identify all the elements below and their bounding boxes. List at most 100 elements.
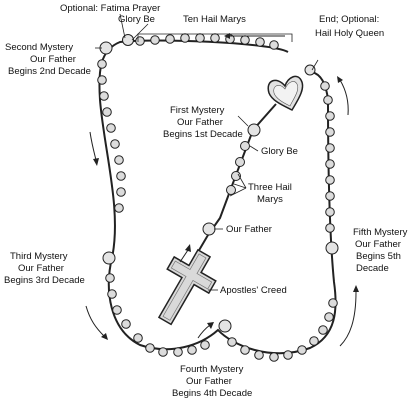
label-fifth-mystery-3: Begins 5th: [356, 251, 401, 262]
label-glory-be-top: Glory Be: [118, 14, 155, 25]
hail-mary-bead: [320, 81, 330, 91]
glory-be-stem-bead: [240, 141, 250, 151]
label-our-father: Our Father: [226, 224, 272, 235]
arrow-right-lower-head: [353, 285, 359, 292]
hail-mary-bead: [200, 340, 210, 350]
hail-mary-bead: [323, 95, 333, 105]
hail-mary-bead: [325, 111, 335, 121]
hail-mary-bead: [325, 207, 335, 217]
hail-mary-bead: [180, 33, 190, 43]
hail-mary-bead: [328, 298, 338, 308]
arrow-left-upper-head: [93, 158, 99, 166]
glory-be-bead: [122, 34, 134, 46]
our-father-bead-third: [102, 251, 116, 265]
hail-mary-bead: [254, 350, 264, 360]
three-hail-bead-1: [235, 157, 245, 167]
label-third-mystery-1: Third Mystery: [10, 251, 68, 262]
hail-mary-bead: [227, 337, 237, 347]
label-fourth-mystery-1: Fourth Mystery: [180, 364, 244, 375]
hail-mary-bead: [99, 91, 109, 101]
leader-first-mystery: [237, 115, 249, 127]
our-father-stem-bead: [202, 222, 216, 236]
label-first-mystery-1: First Mystery: [170, 105, 225, 116]
hail-mary-bead: [325, 175, 335, 185]
hail-mary-bead: [269, 40, 279, 50]
hail-mary-bead: [324, 312, 334, 322]
hail-mary-bead: [105, 273, 115, 283]
hail-mary-bead: [135, 36, 145, 46]
label-glory-be-stem: Glory Be: [261, 146, 298, 157]
leader-three-a: [237, 173, 247, 189]
leader-end: [311, 59, 319, 71]
hail-mary-bead: [114, 155, 124, 165]
hail-mary-bead: [255, 37, 265, 47]
hail-mary-bead: [325, 191, 335, 201]
label-three-hail-1: Three Hail: [248, 182, 292, 193]
arrow-right-upper: [339, 79, 349, 116]
arrow-right-upper-head: [337, 76, 343, 83]
label-fourth-mystery-2: Our Father: [186, 376, 232, 387]
label-apostles-creed: Apostles' Creed: [220, 285, 287, 296]
hail-mary-bead: [240, 35, 250, 45]
arrow-stem-head: [185, 244, 191, 252]
hail-mary-bead: [297, 345, 307, 355]
leader-fatima: [119, 13, 126, 39]
hail-mary-bead: [195, 33, 205, 43]
hail-mary-bead: [325, 223, 335, 233]
label-second-mystery-1: Second Mystery: [5, 42, 73, 53]
direction-arrows: [85, 33, 359, 347]
rosary-beads: [97, 33, 339, 362]
label-ten-hail-marys: Ten Hail Marys: [183, 14, 246, 25]
hail-mary-bead: [107, 289, 117, 299]
leader-three-b: [233, 183, 247, 189]
hail-mary-bead: [158, 347, 168, 357]
label-second-mystery-3: Begins 2nd Decade: [8, 66, 91, 77]
leader-glory-be-stem: [249, 145, 259, 152]
hail-mary-bead: [106, 123, 116, 133]
label-third-mystery-3: Begins 3rd Decade: [4, 275, 85, 286]
hail-mary-bead: [97, 59, 107, 69]
ten-hail-marys-bracket: [137, 33, 293, 42]
arrow-stem: [179, 249, 189, 263]
end-bead: [304, 64, 316, 76]
arrow-left-upper: [89, 131, 97, 161]
label-first-mystery-2: Our Father: [177, 117, 223, 128]
label-end-line1: End; Optional:: [319, 14, 379, 25]
hail-mary-bead: [165, 34, 175, 44]
arrow-left-lower: [85, 305, 105, 337]
hail-mary-bead: [318, 325, 328, 335]
labels: Optional: Fatima Prayer Glory Be Ten Hai…: [4, 3, 408, 399]
our-father-bead-fourth: [218, 319, 232, 333]
hail-mary-bead: [114, 203, 124, 213]
arrow-right-lower: [339, 291, 357, 347]
label-fifth-mystery-2: Our Father: [355, 239, 401, 250]
hail-mary-bead: [325, 127, 335, 137]
label-fourth-mystery-3: Begins 4th Decade: [172, 388, 252, 399]
leader-three-c: [229, 187, 247, 197]
three-hail-bead-3: [226, 185, 236, 195]
our-father-bead-first: [247, 123, 261, 137]
arrow-left-lower-head: [101, 333, 108, 340]
hail-mary-bead: [102, 107, 112, 117]
hail-mary-bead: [210, 33, 220, 43]
hail-mary-bead: [269, 352, 279, 362]
label-three-hail-2: Marys: [257, 194, 283, 205]
hail-mary-bead: [97, 75, 107, 85]
hail-mary-bead: [240, 345, 250, 355]
label-end-line2: Hail Holy Queen: [315, 28, 384, 39]
label-fifth-mystery-1: Fifth Mystery: [353, 227, 408, 238]
hail-mary-bead: [173, 347, 183, 357]
leader-lines: [95, 13, 319, 291]
hail-mary-bead: [283, 350, 293, 360]
hail-mary-bead: [116, 187, 126, 197]
label-third-mystery-2: Our Father: [18, 263, 64, 274]
hail-mary-bead: [187, 345, 197, 355]
label-fatima-prayer: Optional: Fatima Prayer: [60, 3, 160, 14]
label-second-mystery-2: Our Father: [30, 54, 76, 65]
arrow-top-head: [224, 33, 230, 39]
hail-mary-bead: [121, 319, 131, 329]
hail-mary-bead: [150, 35, 160, 45]
hail-mary-bead: [325, 159, 335, 169]
hail-mary-bead: [309, 336, 319, 346]
arrow-bottom-head: [207, 322, 214, 329]
